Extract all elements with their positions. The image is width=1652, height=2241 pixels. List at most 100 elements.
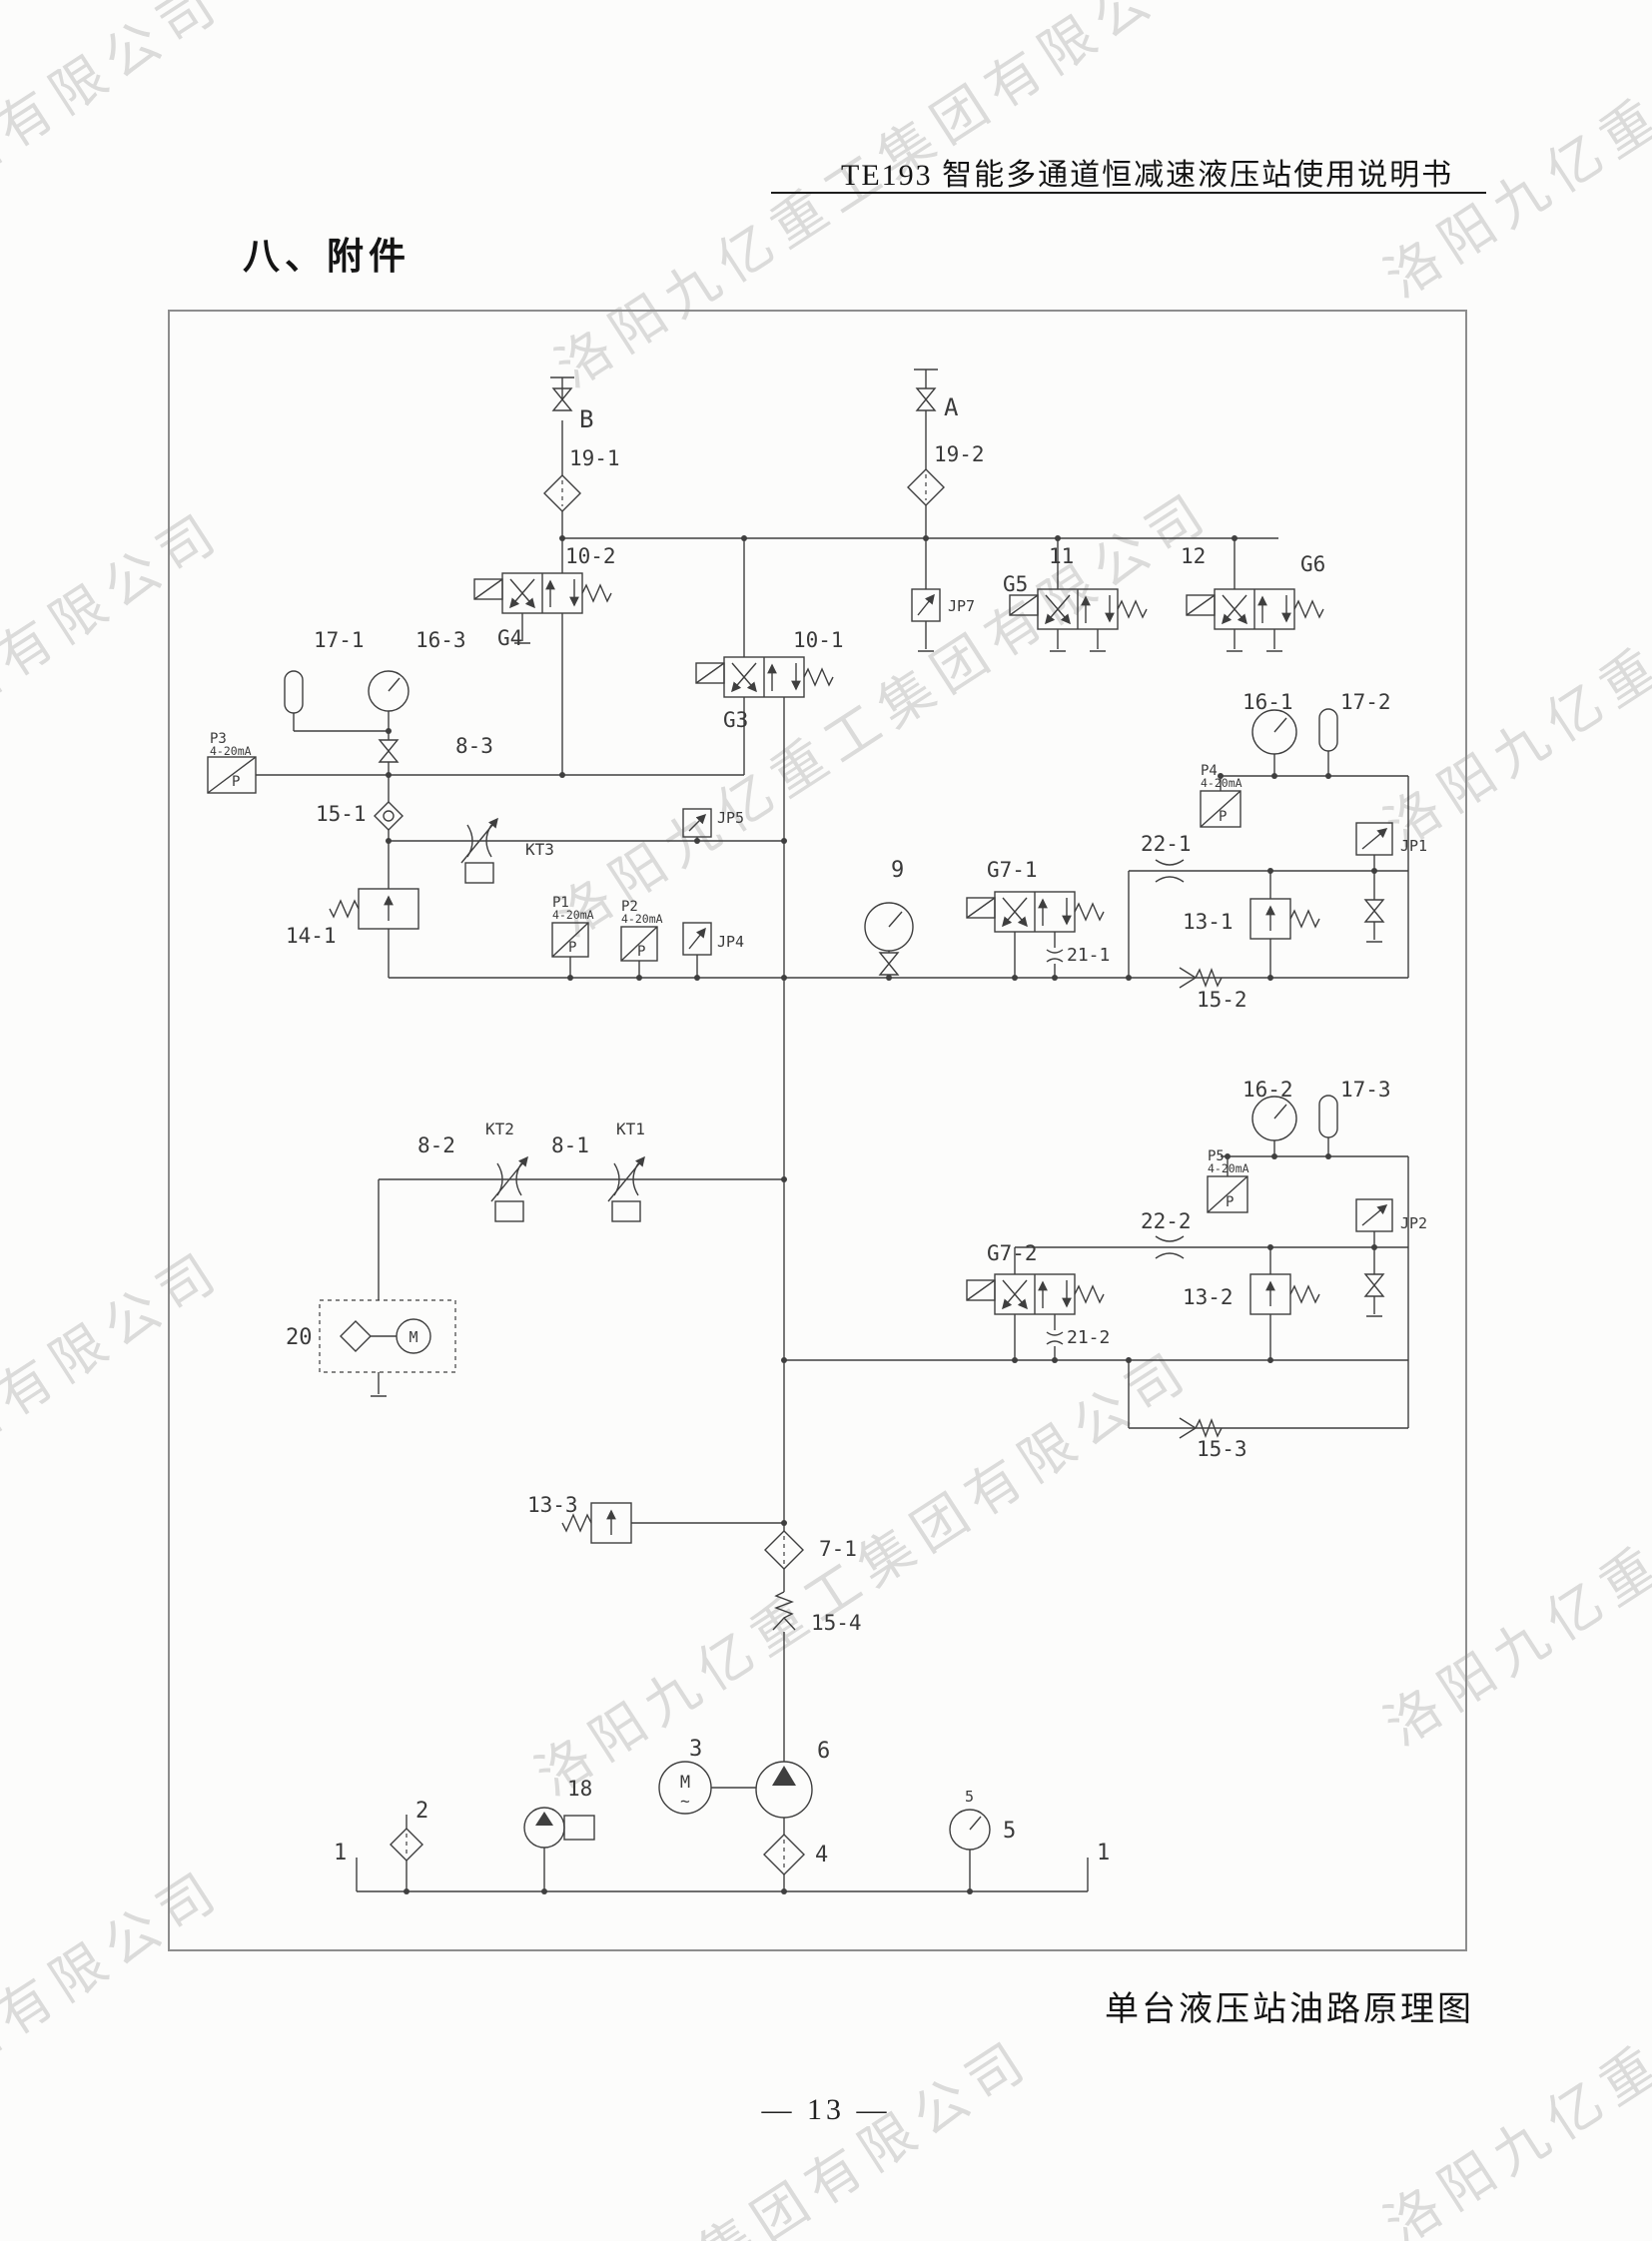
shutoff-valve-A <box>915 387 937 411</box>
pipework <box>256 369 1409 1892</box>
pressure-gauge-16-2 <box>1251 1096 1297 1141</box>
cartridge-valve-JP7 <box>911 588 941 622</box>
throttle-valve-KT2 <box>490 1155 528 1222</box>
directional-valve-10-2-G4 <box>473 572 612 614</box>
cartridge-valve-JP4 <box>682 922 712 956</box>
diagram-label: G4 <box>497 626 522 650</box>
diagram-label: P3 <box>210 731 227 747</box>
diagram-label: G7-2 <box>987 1241 1038 1265</box>
diagram-label: P <box>232 774 240 790</box>
orifice-21-2 <box>1046 1331 1064 1345</box>
throttle-valve-KT1 <box>607 1155 645 1222</box>
needle-valve-jp1-drain <box>1363 899 1385 923</box>
accumulator-17-2 <box>1318 708 1338 752</box>
diagram-label: G7-1 <box>987 858 1038 882</box>
diagram-label: P <box>1226 1194 1234 1210</box>
diagram-label: M <box>409 1328 417 1346</box>
diagram-label: P1 <box>552 895 569 911</box>
diagram-label: 2 <box>415 1799 428 1824</box>
diagram-label: 4-20mA <box>621 912 663 926</box>
diagram-label: JP5 <box>717 809 744 827</box>
diagram-label: 16-3 <box>415 628 466 652</box>
accumulator-17-1 <box>284 670 304 714</box>
shutoff-valve-B <box>551 387 573 411</box>
diagram-label: 11 <box>1049 544 1074 568</box>
diagram-label: 4-20mA <box>210 744 252 758</box>
diagram-label: 22-1 <box>1141 832 1192 856</box>
relief-valve-13-1 <box>1249 898 1320 940</box>
orifice-22-1 <box>1155 859 1185 883</box>
diagram-label: P2 <box>621 899 638 915</box>
diagram-label: 13-3 <box>527 1493 578 1517</box>
diagram-label: 4 <box>815 1843 828 1868</box>
pressure-transmitter-P2 <box>620 926 658 962</box>
orifice-21-1 <box>1046 949 1064 963</box>
diagram-label: G6 <box>1300 552 1325 576</box>
diagram-label: 13-1 <box>1183 910 1234 934</box>
diagram-label: 16-2 <box>1242 1078 1293 1102</box>
directional-valve-12-G6 <box>1186 588 1324 630</box>
diagram-label: P <box>637 944 645 960</box>
throttle-valve-KT3 <box>460 817 498 884</box>
figure-caption: 单台液压站油路原理图 <box>1105 1991 1474 2028</box>
diagram-label: ~ <box>680 1792 690 1811</box>
diagram-label: 10-1 <box>793 628 844 652</box>
junction-dots <box>386 535 1377 1894</box>
diagram-label: 10-2 <box>565 544 616 568</box>
diagram-label: JP4 <box>717 933 744 951</box>
reducing-valve-14-1 <box>329 888 419 930</box>
electric-motor-3 <box>658 1761 712 1815</box>
accumulator-17-3 <box>1318 1095 1338 1138</box>
diagram-label: 18 <box>567 1777 592 1801</box>
pressure-transmitter-P4 <box>1200 790 1241 828</box>
needle-valve-8-3 <box>378 739 400 763</box>
needle-valve-jp2-drain <box>1363 1273 1385 1297</box>
diagram-label: 1 <box>1097 1841 1110 1866</box>
diagram-label: P4 <box>1201 763 1218 779</box>
diagram-label: 12 <box>1181 544 1206 568</box>
header-title: TE193 智能多通道恒减速液压站使用说明书 <box>841 159 1454 192</box>
diagram-label: KT2 <box>485 1120 514 1138</box>
pressure-gauge-9 <box>864 902 914 952</box>
pressure-transmitter-P1 <box>551 922 589 958</box>
diagram-label: 15-1 <box>316 802 367 826</box>
diagram-label: 17-2 <box>1340 690 1391 714</box>
filter-19-1 <box>543 474 581 512</box>
needle-valve-gauge-9 <box>878 952 900 976</box>
diagram-label: 8-3 <box>455 734 493 758</box>
cartridge-valve-JP5 <box>682 808 712 838</box>
pressure-gauge-5 <box>949 1809 991 1851</box>
pilot-pump-18 <box>523 1807 595 1849</box>
diagram-label: 4-20mA <box>1201 776 1242 790</box>
cartridge-valve-JP2 <box>1355 1198 1393 1232</box>
diagram-label: 7-1 <box>819 1537 857 1561</box>
diagram-label: 17-3 <box>1340 1078 1391 1102</box>
section-title: 八、附件 <box>243 236 411 277</box>
pressure-gauge-16-3 <box>368 670 410 712</box>
pressure-transmitter-P3 <box>207 756 257 794</box>
orifice-22-2 <box>1155 1235 1185 1259</box>
diagram-label: 22-2 <box>1141 1209 1192 1233</box>
filter-2 <box>390 1828 423 1862</box>
check-valve-15-2 <box>1179 967 1223 989</box>
diagram-label: 5 <box>1003 1819 1016 1844</box>
diagram-label: 19-1 <box>569 446 620 470</box>
diagram-label: 4-20mA <box>1208 1161 1249 1175</box>
pressure-transmitter-P5 <box>1207 1175 1248 1213</box>
page-number: — 13 — <box>761 2093 891 2126</box>
pressure-gauge-16-1 <box>1251 709 1297 755</box>
diagram-label: 15-4 <box>811 1611 862 1635</box>
diagram-label: 9 <box>891 858 904 883</box>
diagram-label: 15-2 <box>1197 988 1247 1012</box>
diagram-label: KT1 <box>616 1120 645 1138</box>
diagram-label: 4-20mA <box>552 908 594 922</box>
diagram-label: 16-1 <box>1242 690 1293 714</box>
diagram-label: B <box>579 405 593 433</box>
spring-check-15-4 <box>772 1591 796 1631</box>
diagram-label: 14-1 <box>286 924 337 948</box>
schematic-svg: B19-1A19-210-2G411G512G6JP717-116-310-1G… <box>207 369 1427 1894</box>
directional-valve-G7-2 <box>966 1273 1105 1315</box>
